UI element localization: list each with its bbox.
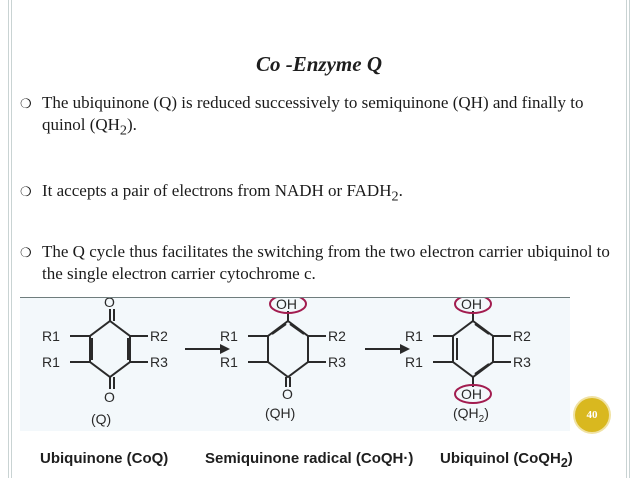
group-label: R1 xyxy=(405,354,423,370)
group-label: R2 xyxy=(513,328,531,344)
group-label: R1 xyxy=(405,328,423,344)
group-label: R2 xyxy=(328,328,346,344)
atom-oh-label: OH xyxy=(461,298,482,312)
left-border-line-inner xyxy=(11,0,12,478)
ubiquinol-structure xyxy=(433,311,511,387)
group-label: R1 xyxy=(220,354,238,370)
compound-label-qh2: (QH2) xyxy=(453,405,489,425)
atom-oh-label: OH xyxy=(461,386,482,402)
caption-ubiquinol: Ubiquinol (CoQH2) xyxy=(440,450,573,470)
coenzyme-q-reduction-diagram: O O O OH OH OH R1 R1 R2 R3 R1 R1 R2 R3 R… xyxy=(20,294,570,431)
compound-label-q: (Q) xyxy=(91,411,111,427)
ubiquinone-structure xyxy=(70,309,148,389)
semiquinone-structure xyxy=(248,311,326,387)
bullet-marker-icon: ❍ xyxy=(20,245,32,260)
oh-highlight-circle xyxy=(454,384,492,404)
bullet-text: The Q cycle thus facilitates the switchi… xyxy=(42,242,610,283)
slide-title: Co -Enzyme Q xyxy=(256,52,382,76)
compound-label-qh: (QH) xyxy=(265,405,295,421)
right-border-line-inner xyxy=(626,0,627,478)
group-label: R2 xyxy=(150,328,168,344)
group-label: R1 xyxy=(42,354,60,370)
group-label: R1 xyxy=(220,328,238,344)
group-label: R1 xyxy=(42,328,60,344)
bullet-text: The ubiquinone (Q) is reduced successive… xyxy=(42,93,584,139)
bullet-text: It accepts a pair of electrons from NADH… xyxy=(42,181,403,205)
atom-o-label: O xyxy=(282,386,293,402)
caption-ubiquinone: Ubiquinone (CoQ) xyxy=(40,450,169,467)
bullet-marker-icon: ❍ xyxy=(20,184,32,199)
right-border-line xyxy=(629,0,630,478)
group-label: R3 xyxy=(150,354,168,370)
atom-oh-label: OH xyxy=(276,298,297,312)
reaction-arrows xyxy=(185,344,410,354)
atom-o-label: O xyxy=(104,298,115,310)
group-label: R3 xyxy=(513,354,531,370)
group-label: R3 xyxy=(328,354,346,370)
left-border-line xyxy=(8,0,9,478)
atom-o-label: O xyxy=(104,389,115,405)
page-number-badge: 40 xyxy=(575,398,609,432)
caption-semiquinone: Semiquinone radical (CoQH·) xyxy=(205,450,414,467)
bullet-marker-icon: ❍ xyxy=(20,96,32,111)
